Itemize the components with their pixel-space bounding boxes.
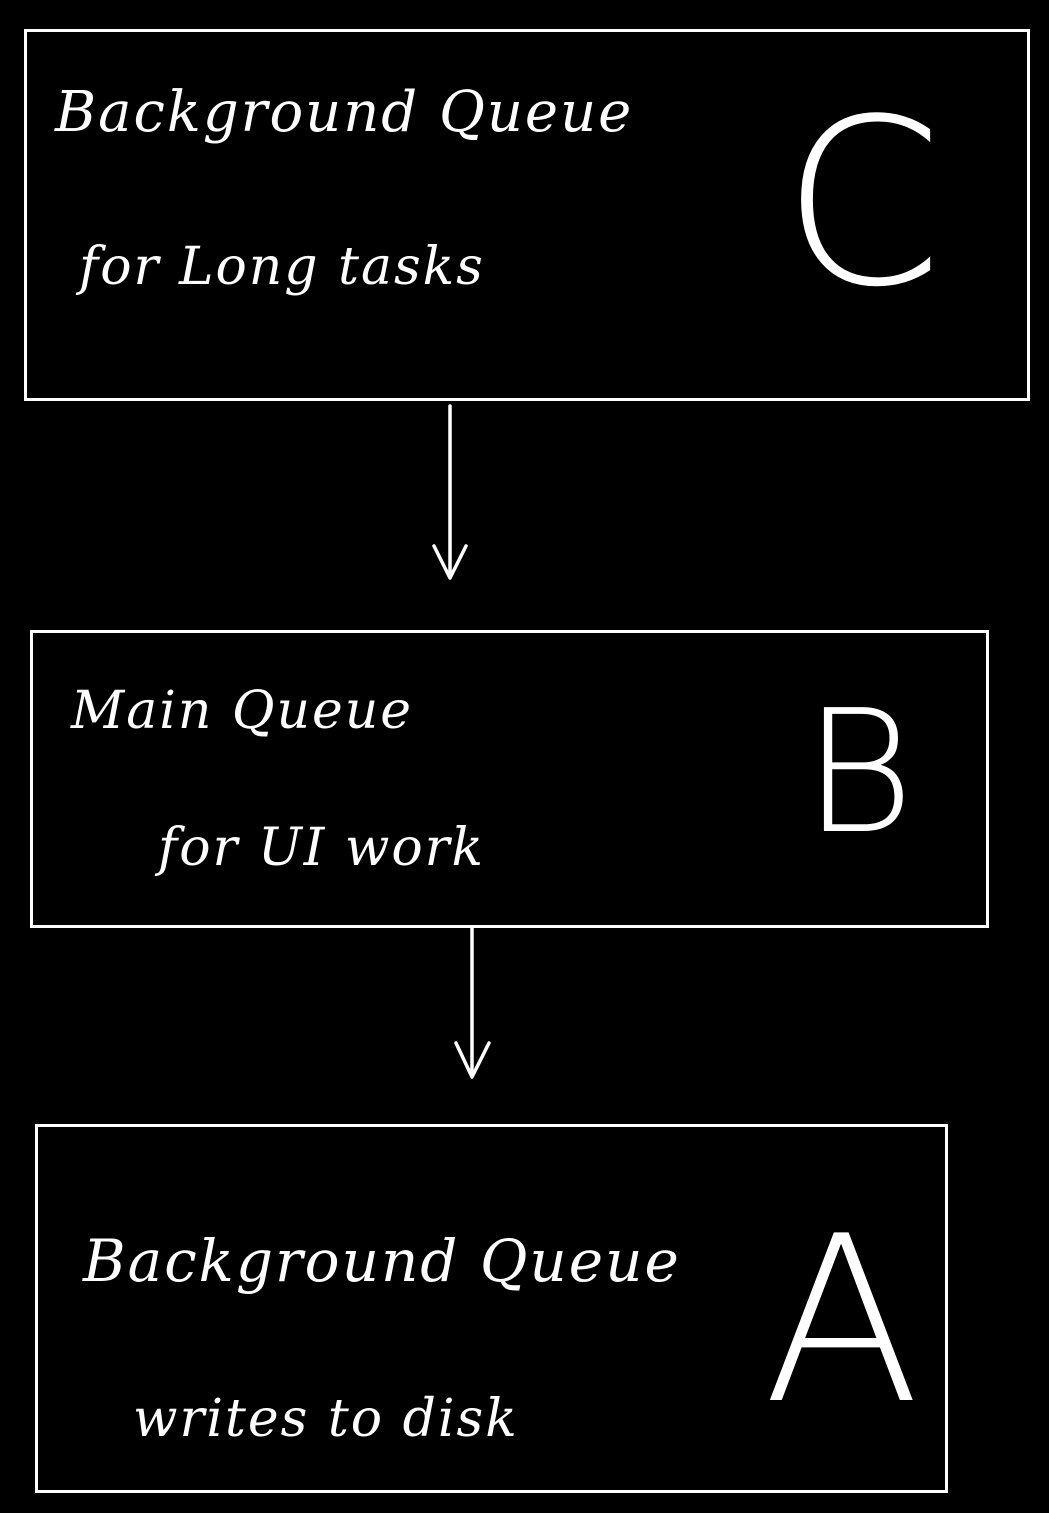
box-b-subtitle: for UI work bbox=[158, 818, 486, 878]
box-b-letter: B bbox=[803, 674, 915, 872]
box-background-long-tasks: Background Queue for Long tasks C bbox=[24, 29, 1030, 401]
box-main-queue: Main Queue for UI work B bbox=[30, 630, 989, 928]
arrow-c-to-b bbox=[432, 404, 468, 580]
box-b-title: Main Queue bbox=[71, 681, 414, 741]
box-a-title: Background Queue bbox=[83, 1227, 681, 1295]
arrow-b-to-a bbox=[454, 926, 491, 1079]
box-background-disk: Background Queue writes to disk A bbox=[35, 1124, 948, 1493]
box-c-letter: C bbox=[782, 71, 943, 338]
box-a-subtitle: writes to disk bbox=[133, 1389, 519, 1449]
box-c-subtitle: for Long tasks bbox=[79, 237, 485, 297]
box-a-letter: A bbox=[763, 1188, 921, 1455]
box-c-title: Background Queue bbox=[55, 80, 634, 145]
